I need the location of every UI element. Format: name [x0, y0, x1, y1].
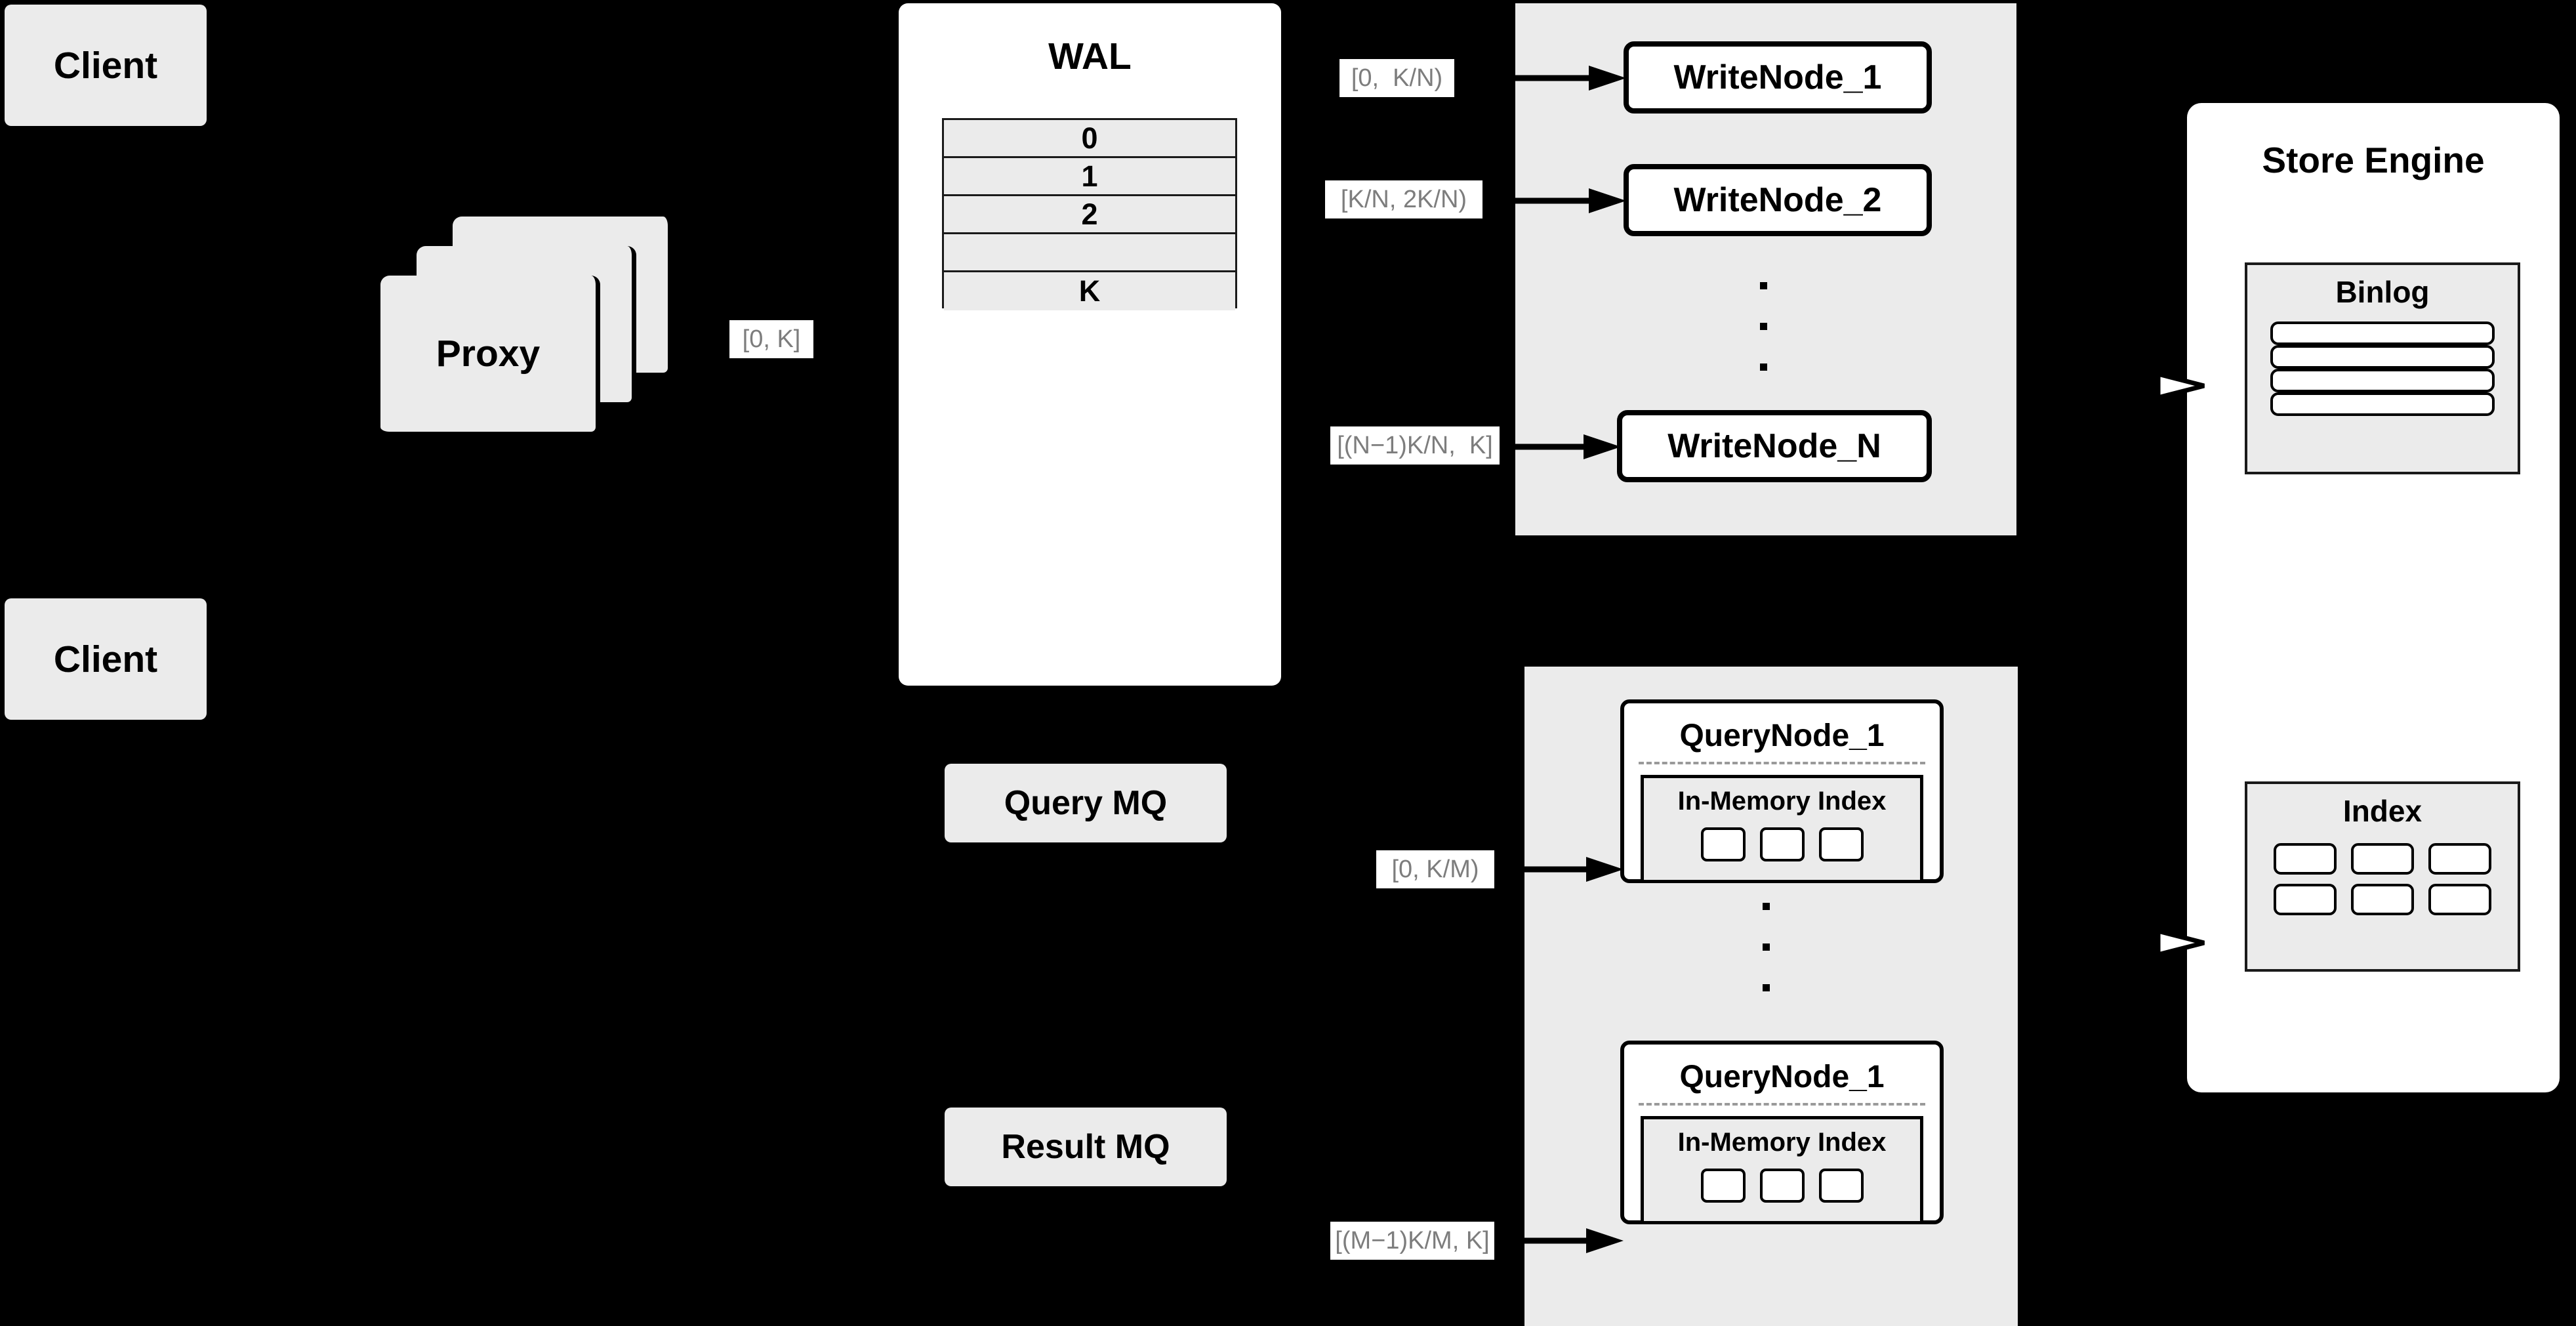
- wal-row-ellipsis: [944, 234, 1235, 272]
- index-cell: [2274, 843, 2337, 875]
- client-label: Client: [53, 44, 158, 87]
- query-node-m[interactable]: QueryNode_1 In-Memory Index: [1620, 1041, 1944, 1224]
- query-node-title: QueryNode_1: [1679, 1060, 1885, 1094]
- wal-panel: WAL 0 1 2 K: [899, 3, 1281, 686]
- proxy-card-front[interactable]: Proxy: [380, 276, 600, 436]
- binlog-row: [2270, 392, 2495, 416]
- store-engine-panel: Store Engine Binlog Index: [2187, 103, 2560, 1092]
- query-node-title: QueryNode_1: [1679, 718, 1885, 753]
- client-box-2[interactable]: Client: [5, 598, 207, 720]
- client-box-1[interactable]: Client: [5, 5, 207, 126]
- query-node-group: QueryNode_1 In-Memory Index QueryNode_1 …: [1524, 667, 2018, 1326]
- query-node-1[interactable]: QueryNode_1 In-Memory Index: [1620, 699, 1944, 883]
- index-cell: [2351, 843, 2414, 875]
- index-cell-row: [1644, 827, 1920, 861]
- client-label: Client: [53, 638, 158, 680]
- index-cell: [1700, 1169, 1746, 1203]
- write-node-n-range-label: [(N−1)K/N, K]: [1330, 426, 1500, 465]
- dot: [1760, 363, 1767, 371]
- proxy-stack[interactable]: Proxy: [380, 217, 676, 436]
- binlog-rows: [2270, 321, 2495, 416]
- index-cell: [1759, 827, 1805, 861]
- query-mq-box[interactable]: Query MQ: [945, 764, 1227, 842]
- query-node-ellipsis: [1763, 903, 1770, 991]
- query-node-m-range-label: [(M−1)K/M, K]: [1330, 1222, 1494, 1260]
- write-node-2[interactable]: WriteNode_2: [1624, 164, 1932, 236]
- dot: [1763, 903, 1770, 910]
- arrow-to-write-node-n: [1500, 434, 1621, 459]
- write-node-n[interactable]: WriteNode_N: [1617, 410, 1932, 482]
- binlog-row: [2270, 321, 2495, 345]
- index-cell: [2428, 843, 2491, 875]
- proxy-range-label: [0, K]: [729, 320, 813, 358]
- query-node-divider: [1639, 762, 1925, 764]
- in-memory-index-m: In-Memory Index: [1641, 1116, 1923, 1224]
- wal-row: 2: [944, 196, 1235, 234]
- write-node-group: WriteNode_1 WriteNode_2 WriteNode_N: [1515, 3, 2016, 535]
- arrow-to-write-node-1: [1454, 66, 1626, 91]
- index-cell: [1759, 1169, 1805, 1203]
- index-cell: [2351, 884, 2414, 915]
- dot: [1763, 984, 1770, 991]
- proxy-label: Proxy: [436, 333, 541, 375]
- binlog-row: [2270, 345, 2495, 369]
- in-memory-index-title: In-Memory Index: [1677, 787, 1887, 816]
- store-engine-title: Store Engine: [2262, 140, 2485, 180]
- index-cell: [1818, 827, 1864, 861]
- index-cell: [2274, 884, 2337, 915]
- result-mq-box[interactable]: Result MQ: [945, 1108, 1227, 1186]
- wal-table: 0 1 2 K: [942, 118, 1237, 310]
- binlog-panel: Binlog: [2245, 262, 2520, 474]
- index-cell: [2428, 884, 2491, 915]
- write-node-2-range-label: [K/N, 2K/N): [1325, 180, 1482, 218]
- in-memory-index-title: In-Memory Index: [1677, 1128, 1887, 1157]
- index-grid: [2274, 843, 2491, 915]
- in-memory-index-1: In-Memory Index: [1641, 775, 1923, 883]
- index-cell: [1700, 827, 1746, 861]
- query-node-divider: [1639, 1103, 1925, 1106]
- dot: [1760, 282, 1767, 289]
- binlog-row: [2270, 369, 2495, 392]
- write-node-ellipsis: [1760, 282, 1767, 371]
- wal-row: 0: [944, 120, 1235, 158]
- index-title: Index: [2342, 794, 2423, 828]
- arrow-to-query-node-m: [1494, 1228, 1624, 1253]
- query-node-1-range-label: [0, K/M): [1376, 850, 1494, 888]
- index-cell: [1818, 1169, 1864, 1203]
- arrow-to-query-node-1: [1494, 857, 1624, 882]
- arrow-to-write-node-2: [1482, 188, 1626, 213]
- dot: [1763, 943, 1770, 951]
- index-panel: Index: [2245, 781, 2520, 972]
- wal-row: K: [944, 272, 1235, 310]
- write-node-1[interactable]: WriteNode_1: [1624, 41, 1932, 114]
- wal-title: WAL: [1048, 35, 1132, 77]
- wal-row: 1: [944, 158, 1235, 196]
- arrow-to-binlog: [2120, 371, 2205, 401]
- binlog-title: Binlog: [2335, 275, 2430, 309]
- arrow-to-index: [2120, 928, 2205, 958]
- index-cell-row: [1644, 1169, 1920, 1203]
- dot: [1760, 323, 1767, 330]
- write-node-1-range-label: [0, K/N): [1339, 59, 1454, 97]
